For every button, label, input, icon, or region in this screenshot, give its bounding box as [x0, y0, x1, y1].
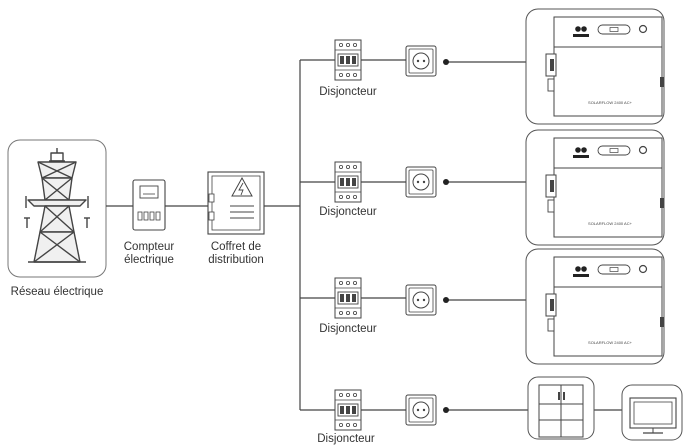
battery-unit-icon: [525, 8, 665, 125]
wiring: [106, 59, 622, 411]
breaker-label: Disjoncteur: [319, 323, 377, 335]
distribution-box-icon: [207, 171, 265, 235]
meter-label-line1: Compteur: [123, 241, 175, 253]
socket-icon: [405, 166, 437, 198]
battery-brand-text: SOLARFLOW 2400 AC+: [588, 340, 633, 345]
meter-icon: [132, 179, 166, 231]
grid-card: [7, 139, 107, 278]
panel-label-line2: distribution: [208, 254, 264, 266]
battery-brand-text: SOLARFLOW 2400 AC+: [588, 221, 633, 226]
panel-label-line1: Coffret de: [210, 241, 262, 253]
breaker-label: Disjoncteur: [319, 86, 377, 98]
power-tower-icon: [24, 148, 90, 263]
breaker-icon: [334, 161, 362, 203]
breaker-icon: [334, 277, 362, 319]
battery-brand-text: SOLARFLOW 2400 AC+: [588, 100, 633, 105]
breaker-label: Disjoncteur: [319, 206, 377, 218]
tv-icon: [621, 384, 683, 441]
battery-unit-icon: [525, 129, 665, 246]
breaker-label: Disjoncteur: [317, 433, 375, 445]
fridge-icon: [527, 376, 595, 440]
plug-dots: [443, 59, 449, 413]
breaker-icon: [334, 389, 362, 431]
socket-icon: [405, 394, 437, 426]
grid-label: Réseau électrique: [10, 286, 104, 298]
breaker-icon: [334, 39, 362, 81]
socket-icon: [405, 45, 437, 77]
meter-label-line2: électrique: [124, 254, 174, 266]
battery-unit-icon: [525, 248, 665, 365]
socket-icon: [405, 284, 437, 316]
